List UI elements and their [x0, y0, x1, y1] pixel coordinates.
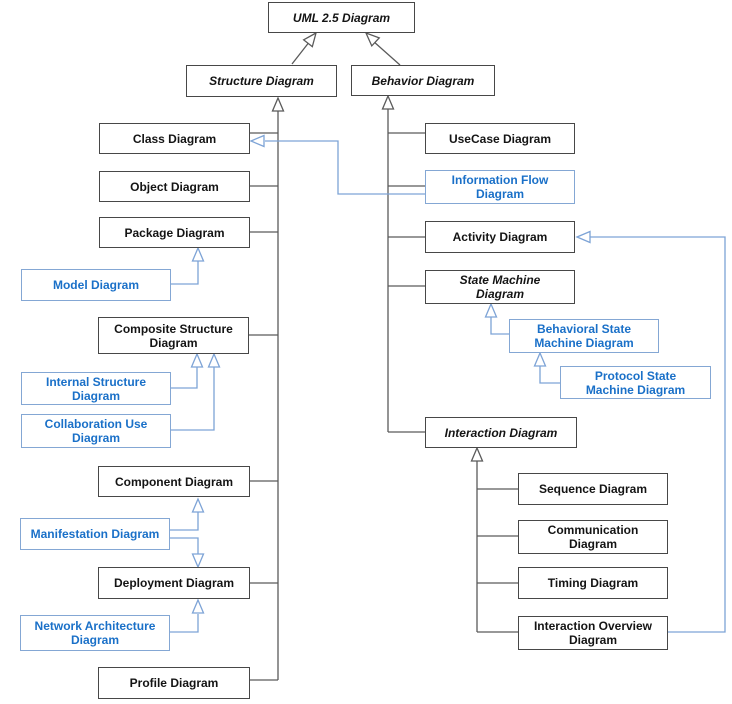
node-behavioral-state-machine-diagram: Behavioral State Machine Diagram: [509, 319, 659, 353]
node-object-diagram: Object Diagram: [99, 171, 250, 202]
node-component-diagram: Component Diagram: [98, 466, 250, 497]
node-manifestation-diagram: Manifestation Diagram: [20, 518, 170, 550]
blue-connectors: [170, 140, 726, 633]
node-protocol-state-machine-diagram: Protocol State Machine Diagram: [560, 366, 711, 399]
node-uml-diagram: UML 2.5 Diagram: [268, 2, 415, 33]
node-network-architecture-diagram: Network Architecture Diagram: [20, 615, 170, 651]
node-profile-diagram: Profile Diagram: [98, 667, 250, 699]
node-class-diagram: Class Diagram: [99, 123, 250, 154]
node-internal-structure-diagram: Internal Structure Diagram: [21, 372, 171, 405]
black-generalization-arrow-icons: [271, 31, 484, 462]
node-behavior-diagram: Behavior Diagram: [351, 65, 495, 96]
node-sequence-diagram: Sequence Diagram: [518, 473, 668, 505]
node-deployment-diagram: Deployment Diagram: [98, 567, 250, 599]
node-structure-diagram: Structure Diagram: [186, 65, 337, 97]
node-information-flow-diagram: Information Flow Diagram: [425, 170, 575, 204]
node-communication-diagram: Communication Diagram: [518, 520, 668, 554]
node-composite-structure-diagram: Composite Structure Diagram: [98, 317, 249, 354]
node-interaction-diagram: Interaction Diagram: [425, 417, 577, 448]
node-timing-diagram: Timing Diagram: [518, 567, 668, 599]
node-collaboration-use-diagram: Collaboration Use Diagram: [21, 414, 171, 448]
node-model-diagram: Model Diagram: [21, 269, 171, 301]
node-usecase-diagram: UseCase Diagram: [425, 123, 575, 154]
node-activity-diagram: Activity Diagram: [425, 221, 575, 253]
black-connectors: [248, 40, 518, 681]
node-state-machine-diagram: State Machine Diagram: [425, 270, 575, 304]
node-interaction-overview-diagram: Interaction Overview Diagram: [518, 616, 668, 650]
blue-generalization-arrow-icons: [190, 134, 591, 614]
node-package-diagram: Package Diagram: [99, 217, 250, 248]
